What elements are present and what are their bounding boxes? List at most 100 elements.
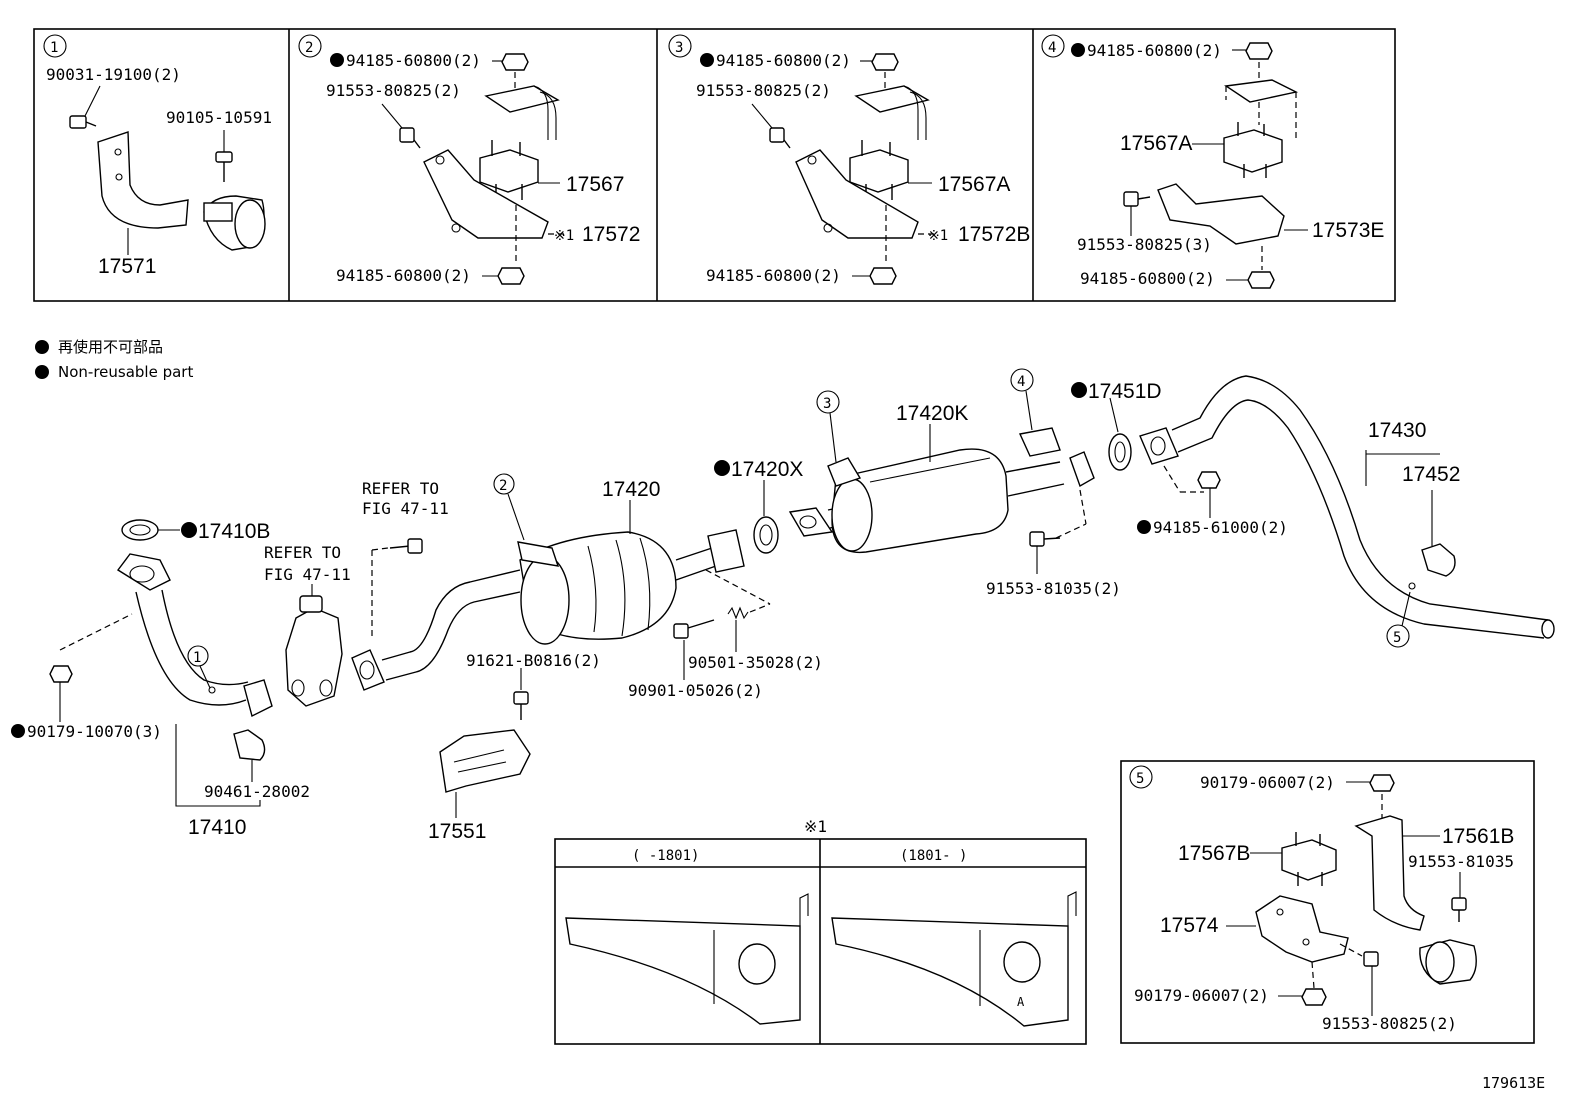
part-number-90179-06007-bottom: 90179-06007(2) [1134, 986, 1269, 1005]
part-number-17567A-box4: 17567A [1120, 132, 1192, 155]
detail-marker-4-main: 4 [1017, 374, 1025, 390]
part-number-91553-80825: 91553-80825(2) [696, 81, 831, 100]
part-number-17420X: 17420X [731, 458, 803, 481]
part-number-17420K: 17420K [896, 402, 968, 425]
part-number-90461-28002: 90461-28002 [204, 782, 310, 801]
part-number-91553-80825: 91553-80825(2) [326, 81, 461, 100]
nut-icon [49, 665, 73, 683]
bracket-17574-shape [1255, 895, 1349, 963]
part-number-94185-60800-bottom: 94185-60800(2) [336, 266, 471, 285]
detail-box-2: 2 94185-60800(2) 91553-80825(2) 17567 [298, 34, 640, 285]
inset-bracket-left [565, 893, 809, 1025]
clamp-icon [233, 729, 266, 761]
detail-box-1: 1 90031-19100(2) 17571 90105-10591 [43, 34, 272, 278]
inset-bracket-right: A [831, 891, 1077, 1027]
bolt-icon [399, 127, 421, 149]
nut-icon [501, 53, 529, 71]
detail-marker-4: 4 [1048, 40, 1056, 56]
part-number-90179-10070: 90179-10070(3) [27, 722, 162, 741]
rubber-mount-17567-shape [479, 140, 539, 200]
detail-box-4: 4 94185-60800(2) 17567A 17573E 91553-808… [1041, 34, 1384, 289]
inset-right-header: (1801- ) [900, 848, 967, 864]
part-number-17567: 17567 [566, 173, 624, 196]
heat-insulator-17551-shape [439, 691, 531, 793]
part-number-94185-60800-top: 94185-60800(2) [346, 51, 481, 70]
part-number-17410: 17410 [188, 816, 246, 839]
front-pipe-17410-shape: 1 [116, 553, 273, 718]
legend-en: Non-reusable part [58, 363, 193, 381]
part-number-17410B: 17410B [198, 520, 270, 543]
bracket-17572B-shape [795, 149, 919, 239]
nut-icon [1247, 271, 1275, 289]
part-number-90105-10591: 90105-10591 [166, 108, 272, 127]
part-number-17572B: 17572B [958, 223, 1030, 246]
rubber-mount-17567B-shape [1281, 832, 1337, 886]
tail-pipe-17430-shape: 5 [1139, 375, 1555, 648]
part-number-17567B: 17567B [1178, 842, 1250, 865]
nut-icon [869, 267, 897, 285]
part-number-91553-80825-box4: 91553-80825(3) [1077, 235, 1212, 254]
gasket-17420X-group: 17420X [714, 458, 803, 554]
note-marker-17572: ※1 [554, 228, 574, 244]
bracket-17573E-shape [1157, 183, 1285, 245]
nut-icon [497, 267, 525, 285]
nut-icon [1369, 774, 1395, 792]
inset-note-1: ※1 ( -1801) (1801- ) A [554, 817, 1087, 1045]
bolt-icon [1029, 531, 1061, 547]
detail-marker-1-main: 1 [193, 650, 201, 666]
bolt-icon [1451, 897, 1467, 922]
inset-left-header: ( -1801) [632, 848, 699, 864]
detail-marker-5: 5 [1136, 771, 1144, 787]
part-number-17452: 17452 [1402, 463, 1460, 486]
nut-icon [1301, 988, 1327, 1006]
bracket-17571-shape [97, 131, 189, 229]
bolt-icon [1363, 951, 1379, 967]
bolt-icon [69, 115, 97, 129]
nut-icon [1245, 42, 1273, 60]
muffler-17420K-shape: 3 4 [788, 368, 1095, 554]
inset-note-marker: ※1 [804, 817, 827, 836]
inset-mark-a: A [1017, 995, 1025, 1009]
hanger-17561B-shape [1354, 815, 1425, 931]
part-number-17574: 17574 [1160, 914, 1219, 937]
part-number-90031-19100: 90031-19100(2) [46, 65, 181, 84]
part-number-94185-60800-bottom: 94185-60800(2) [1080, 269, 1215, 288]
refer-to-left-1: REFER TO [264, 543, 341, 562]
bracket-17572-shape [423, 149, 549, 239]
part-number-91553-81035: 91553-81035(2) [986, 579, 1121, 598]
legend: 再使用不可部品 Non-reusable part [35, 338, 193, 381]
refer-to-right-2: FIG 47-11 [362, 499, 449, 518]
diagram-id: 179613E [1482, 1074, 1545, 1092]
part-number-17561B: 17561B [1442, 825, 1514, 848]
gasket-17451D-group: 17451D [1071, 380, 1162, 471]
bolt-icon [1123, 191, 1151, 207]
part-number-17573E: 17573E [1312, 219, 1384, 242]
gasket-17410B-group: 17410B [121, 519, 270, 543]
nut-icon [1197, 471, 1221, 489]
spring-icon [727, 606, 749, 620]
part-number-17430: 17430 [1368, 419, 1426, 442]
clamp-icon [1419, 939, 1477, 985]
part-number-17572: 17572 [582, 223, 640, 246]
detail-box-5: 5 90179-06007(2) 17561B 91553-81035 1756… [1120, 760, 1535, 1044]
part-number-17551: 17551 [428, 820, 486, 843]
catalytic-converter-shape [285, 595, 343, 707]
detail-marker-1: 1 [50, 40, 58, 56]
bolt-icon [673, 619, 715, 639]
clamp-icon [203, 195, 266, 251]
detail-marker-5-main: 5 [1393, 630, 1401, 646]
part-number-91621-B0816: 91621-B0816(2) [466, 651, 601, 670]
part-number-17420: 17420 [602, 478, 660, 501]
part-number-90901-05026: 90901-05026(2) [628, 681, 763, 700]
part-number-94185-60800-top: 94185-60800(2) [1087, 41, 1222, 60]
detail-marker-2: 2 [305, 40, 313, 56]
refer-to-right-1: REFER TO [362, 479, 439, 498]
note-marker-17572B: ※1 [928, 228, 948, 244]
detail-box-3: 3 94185-60800(2) 91553-80825(2) 17567A [668, 34, 1030, 285]
center-pipe-17420-shape: 2 [351, 473, 745, 691]
detail-marker-3-main: 3 [823, 396, 831, 412]
part-number-90179-06007-top: 90179-06007(2) [1200, 773, 1335, 792]
nut-icon [871, 53, 899, 71]
bolt-icon [215, 151, 233, 182]
part-number-17451D: 17451D [1088, 380, 1162, 403]
